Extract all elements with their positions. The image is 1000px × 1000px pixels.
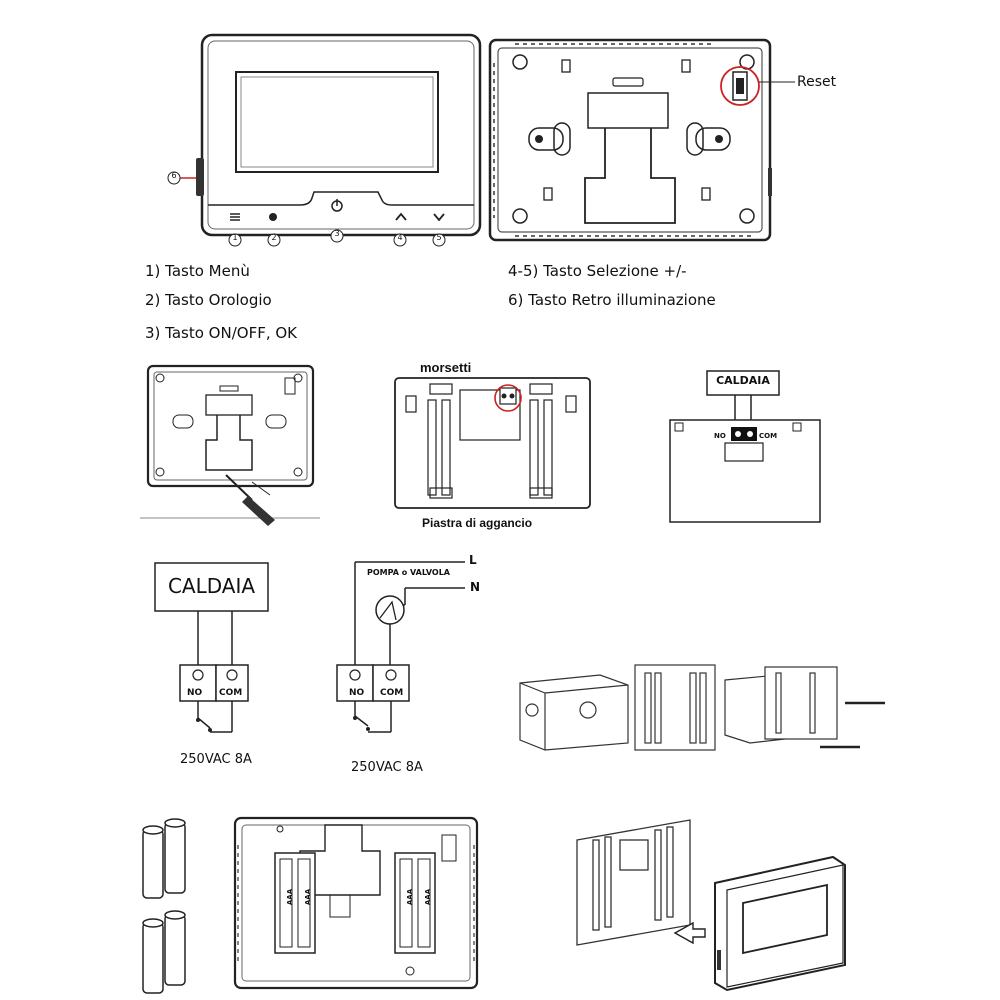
legend-select-buttons: 4-5) Tasto Selezione +/- (508, 262, 687, 280)
select-down-button[interactable] (433, 213, 445, 222)
legend-power-ok-button: 3) Tasto ON/OFF, OK (145, 324, 297, 342)
boiler-label-small: CALDAIA (716, 374, 770, 387)
wiring-pump-diagram (336, 561, 465, 733)
attach-to-plate-diagram (576, 819, 846, 992)
line-label: L (469, 553, 477, 567)
battery-label-4: AAA (424, 888, 433, 906)
rating-pump: 250VAC 8A (351, 760, 423, 775)
battery-label-2: AAA (304, 888, 313, 906)
rating-boiler: 250VAC 8A (180, 752, 252, 767)
boiler-connection-diagram (669, 370, 821, 523)
reset-label: Reset (797, 74, 837, 90)
thermostat-back-view (488, 38, 795, 242)
callout-4: 4 (397, 233, 403, 242)
callout-2: 2 (271, 233, 277, 242)
com-label-boiler: COM (219, 688, 243, 698)
back-opening-screwdriver (140, 364, 320, 526)
legend-backlight-button: 6) Tasto Retro illuminazione (508, 291, 716, 309)
battery-compartment-view (233, 816, 479, 990)
pump-valve-label: POMPA o VALVOLA (367, 568, 450, 577)
neutral-label: N (470, 580, 481, 594)
legend-clock-button: 2) Tasto Orologio (145, 291, 272, 309)
terminals-label: morsetti (420, 360, 472, 375)
callout-3: 3 (334, 229, 340, 238)
legend-menu-button: 1) Tasto Menù (145, 262, 250, 280)
callout-1: 1 (232, 233, 238, 242)
batteries-illustration (142, 818, 186, 994)
clock-button[interactable] (269, 213, 277, 221)
callout-5: 5 (436, 233, 442, 242)
thermostat-front-view (167, 33, 482, 247)
boiler-label-large: CALDAIA (167, 574, 256, 598)
wallbox-mounting-diagram (519, 664, 885, 751)
battery-label-3: AAA (406, 888, 415, 906)
power-ok-button[interactable] (331, 199, 343, 212)
select-up-button[interactable] (395, 212, 407, 221)
wiring-boiler-diagram (154, 562, 269, 733)
no-label-pump: NO (349, 688, 365, 698)
callout-6: 6 (171, 171, 177, 180)
menu-button[interactable] (230, 213, 240, 221)
no-label-boiler: NO (187, 688, 203, 698)
no-label-small: NO (714, 432, 726, 440)
mounting-plate-view (394, 377, 591, 509)
com-label-small: COM (759, 432, 778, 440)
com-label-pump: COM (380, 688, 404, 698)
mounting-plate-caption: Piastra di aggancio (422, 516, 533, 530)
battery-label-1: AAA (286, 888, 295, 906)
